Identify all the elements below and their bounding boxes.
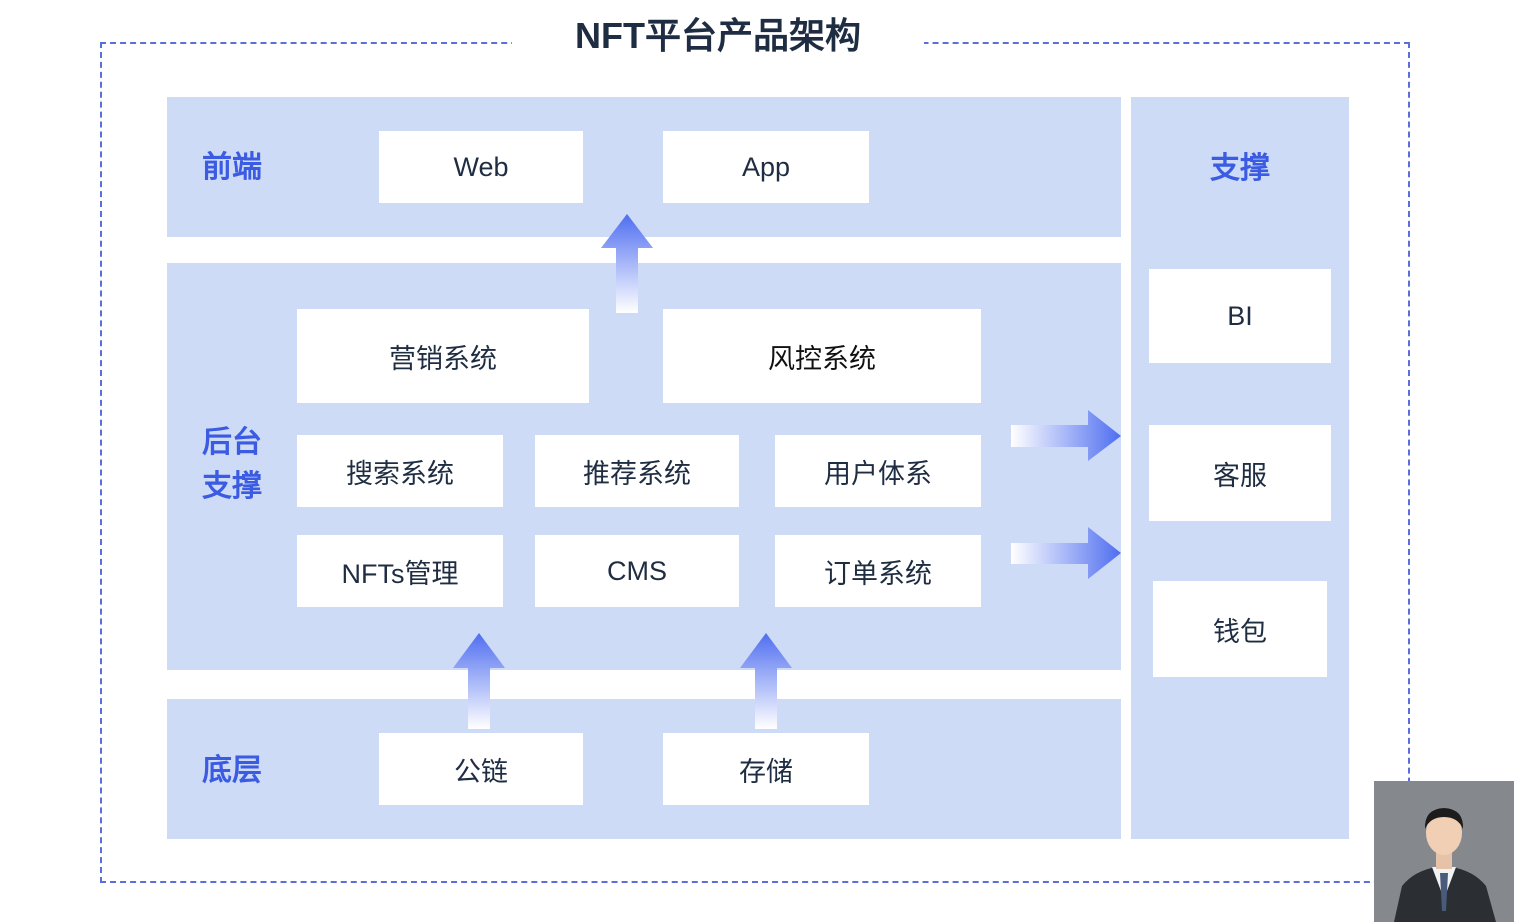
presenter-photo [1374,781,1514,922]
wallet-box: 钱包 [1153,581,1327,677]
nfts-management-box: NFTs管理 [297,535,503,607]
recommend-system-box: 推荐系统 [535,435,739,507]
arrow-up-storage [740,633,792,729]
marketing-system-box: 营销系统 [297,309,589,403]
blockchain-box: 公链 [379,733,583,805]
backend-label-line2: 支撑 [202,470,262,503]
order-system-box: 订单系统 [775,535,981,607]
person-silhouette-icon [1374,781,1514,922]
backend-label-line1: 后台 [202,426,262,459]
frontend-label: 前端 [202,151,262,184]
user-system-box: 用户体系 [775,435,981,507]
risk-control-box: 风控系统 [663,309,981,403]
arrow-up-backend-to-frontend [601,214,653,313]
arrow-up-blockchain [453,633,505,729]
cms-box: CMS [535,535,739,607]
diagram-title: NFT平台产品架构 [512,8,924,64]
customer-service-box: 客服 [1149,425,1331,521]
frontend-layer [167,97,1121,237]
frontend-app-box: App [663,131,869,203]
frontend-web-box: Web [379,131,583,203]
search-system-box: 搜索系统 [297,435,503,507]
arrow-right-lower [1011,527,1121,579]
support-label: 支撑 [1210,152,1270,185]
base-label: 底层 [202,754,262,787]
base-layer [167,699,1121,839]
storage-box: 存储 [663,733,869,805]
bi-box: BI [1149,269,1331,363]
arrow-right-upper [1011,410,1121,461]
